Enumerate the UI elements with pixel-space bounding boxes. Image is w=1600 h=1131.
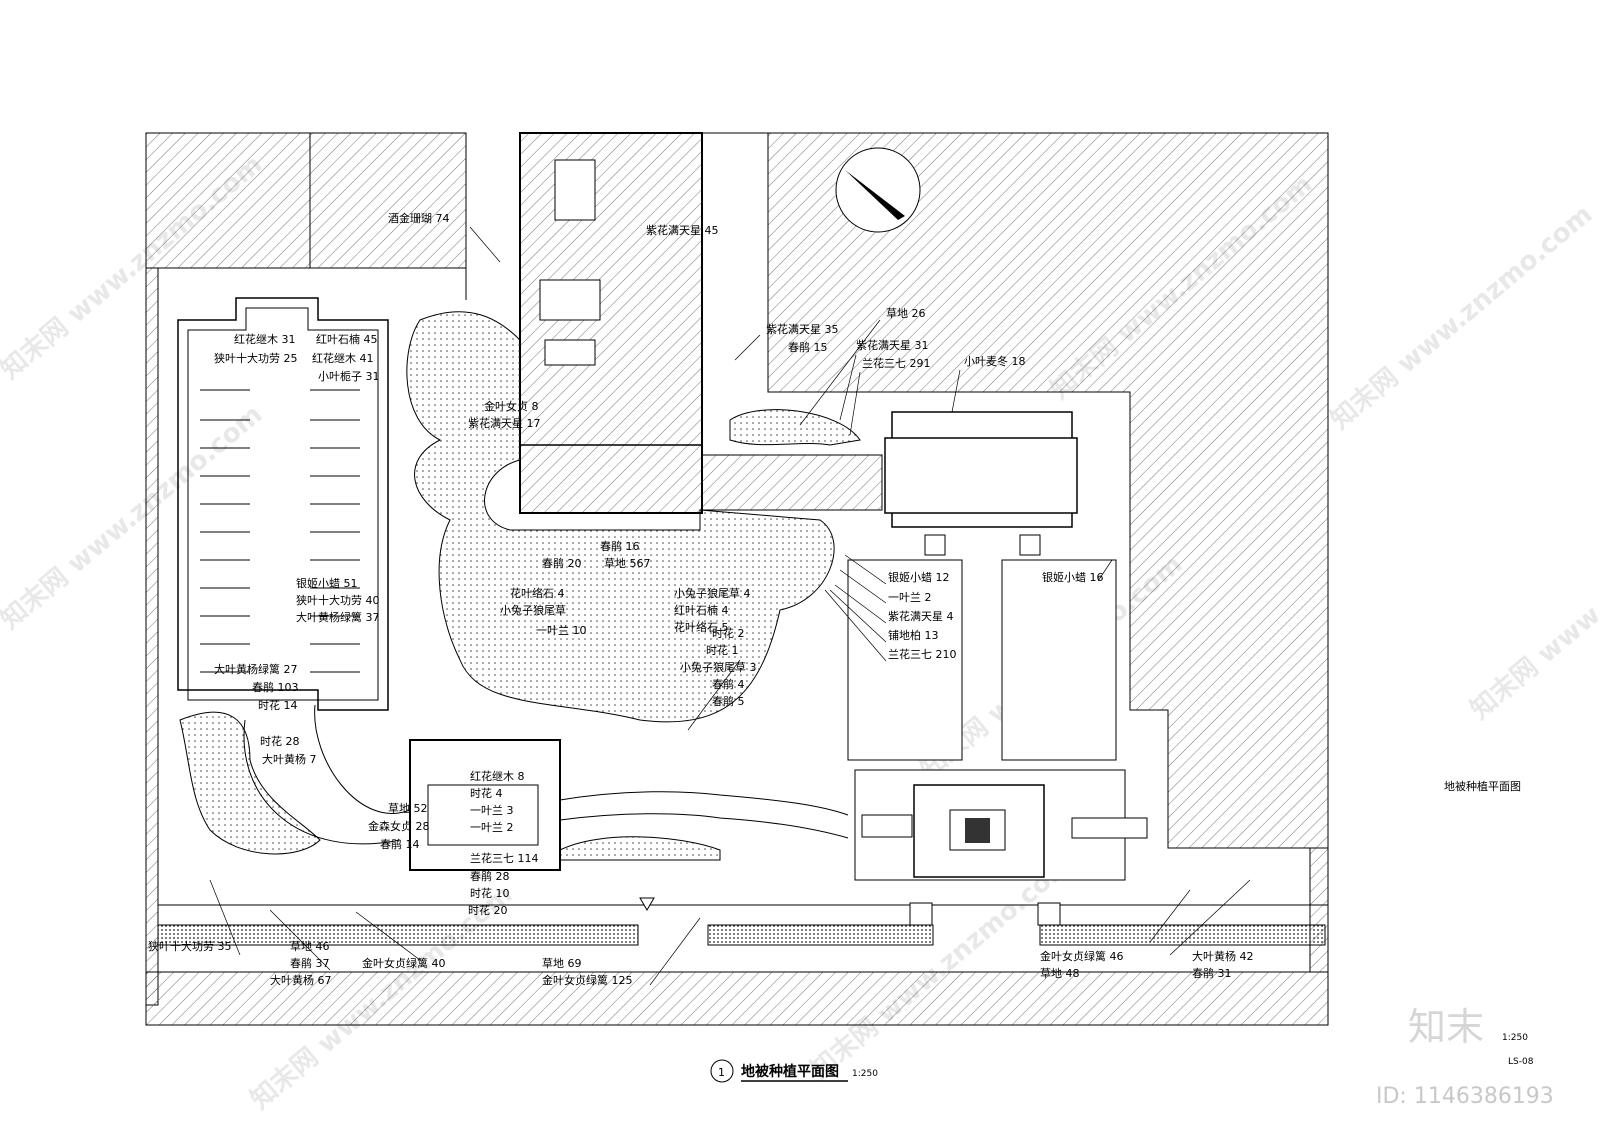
- watermark-text: 知末网 www.znzmo.com: [805, 849, 1078, 1085]
- watermark-text: 知末网 www.znzmo.com: [1465, 489, 1600, 725]
- plant-label: 春鹃 28: [470, 869, 510, 883]
- plant-label: 春鹃 15: [788, 340, 828, 354]
- plant-label: 金叶女贞绿篱 46: [1040, 949, 1124, 963]
- plant-label: 草地 26: [886, 307, 926, 320]
- plant-label: 时花 10: [470, 887, 510, 900]
- plant-label: 紫花满天星 4: [888, 610, 954, 623]
- title-scale: 1:250: [852, 1069, 878, 1079]
- plant-label: 银姬小蜡 51: [296, 576, 358, 590]
- main-building: [519, 132, 883, 514]
- plant-label: 红花继木 41: [312, 352, 374, 365]
- logo-text: 知末: [1408, 1005, 1484, 1049]
- plant-label: 紫花满天星 45: [646, 224, 719, 237]
- plant-label: 紫花满天星 31: [856, 339, 929, 352]
- plant-label: 一叶兰 3: [470, 804, 514, 817]
- planting-beds: [179, 311, 861, 861]
- plant-label: 狭叶十大功劳 40: [296, 593, 380, 607]
- plant-label: 兰花三七 210: [888, 648, 957, 661]
- plant-label: 春鹃 4: [712, 677, 745, 691]
- main-title: 地被种植平面图: [741, 1063, 839, 1080]
- watermark-text: 知末网 www.znzmo.com: [1325, 199, 1598, 435]
- plant-label: 狭叶十大功劳 35: [148, 939, 232, 953]
- plant-label: 一叶兰 10: [536, 624, 587, 637]
- plant-label: 小兔子狼尾草 3: [680, 660, 757, 674]
- parking-area: [177, 297, 389, 711]
- plant-label: 春鹃 103: [252, 680, 299, 694]
- plant-label: 时花 1: [706, 644, 739, 657]
- plant-label: 金叶女贞绿篱 125: [542, 973, 633, 987]
- watermark-text: 知末网 www.znzmo.com: [0, 399, 268, 635]
- plant-label: 春鹃 14: [380, 837, 420, 851]
- plant-label: 兰花三七 291: [862, 357, 931, 370]
- plant-label: 紫花满天星 17: [468, 417, 541, 430]
- plant-label: 草地 48: [1040, 967, 1080, 980]
- plant-label: 红花继木 31: [234, 333, 296, 346]
- plant-label: 铺地柏 13: [888, 628, 939, 642]
- plant-label: 大叶黄杨 67: [270, 973, 332, 987]
- sheet-scale: 1:250: [1502, 1033, 1528, 1043]
- plant-label: 金叶女贞绿篱 40: [362, 956, 446, 970]
- plant-label: 草地 567: [604, 557, 651, 570]
- plant-label: 一叶兰 2: [888, 591, 932, 604]
- central-building: [243, 704, 849, 871]
- sheet-code: LS-08: [1508, 1057, 1534, 1067]
- plant-label: 时花 14: [258, 699, 298, 712]
- plant-label: 草地 69: [542, 957, 582, 970]
- brand-logo: 知末 ID: 1146386193: [1376, 1005, 1554, 1109]
- plant-label: 时花 20: [468, 904, 508, 917]
- plant-label: 春鹃 16: [600, 539, 640, 553]
- plant-label: 银姬小蜡 16: [1042, 570, 1104, 584]
- site-boundary: [145, 132, 1329, 1026]
- plant-labels: 酒金珊瑚 74 紫花满天星 45 草地 26 紫花满天星 35 春鹃 15 紫花…: [148, 211, 1254, 987]
- plant-label: 红叶石楠 45: [316, 332, 378, 346]
- plant-label: 狭叶十大功劳 25: [214, 351, 298, 365]
- plant-label: 一叶兰 2: [470, 821, 514, 834]
- plant-label: 草地 52: [388, 802, 428, 815]
- plant-label: 大叶黄杨绿篱 37: [296, 610, 380, 624]
- plant-label: 春鹃 20: [542, 556, 582, 570]
- plant-label: 兰花三七 114: [470, 852, 539, 865]
- title-number: 1: [718, 1066, 725, 1079]
- north-arrow-icon: [835, 147, 921, 233]
- plant-label: 酒金珊瑚 74: [388, 211, 450, 225]
- side-title: 地被种植平面图: [1444, 779, 1521, 793]
- drawing-title: 地被种植平面图 1 地被种植平面图 1:250 1:250 LS-08: [710, 779, 1534, 1083]
- plant-label: 春鹃 31: [1192, 966, 1232, 980]
- plant-label: 时花 2: [712, 627, 745, 640]
- entrance-court: [847, 559, 1148, 881]
- plant-label: 花叶络石 5: [674, 620, 729, 634]
- plant-label: 大叶黄杨绿篱 27: [214, 662, 298, 676]
- plant-label: 小兔子狼尾草 4: [674, 586, 751, 600]
- plant-label: 金森女贞 28: [368, 819, 430, 833]
- plant-label: 小叶栀子 31: [318, 369, 380, 383]
- leader-lines: [209, 226, 1251, 986]
- plant-label: 草地 46: [290, 940, 330, 953]
- pavilion: [884, 411, 1078, 556]
- bottom-hedges: [157, 897, 1328, 946]
- plant-label: 时花 28: [260, 735, 300, 748]
- plant-label: 小兔子狼尾草: [500, 603, 566, 617]
- id-text: ID: 1146386193: [1376, 1084, 1554, 1109]
- plant-label: 金叶女贞 8: [484, 399, 539, 413]
- plant-label: 花叶络石 4: [510, 586, 565, 600]
- plant-label: 春鹃 5: [712, 694, 745, 708]
- plant-label: 时花 4: [470, 787, 503, 800]
- plant-label: 春鹃 37: [290, 956, 330, 970]
- plant-label: 紫花满天星 35: [766, 323, 839, 336]
- plant-label: 小叶麦冬 18: [964, 354, 1026, 368]
- plant-label: 银姬小蜡 12: [888, 570, 950, 584]
- plant-label: 红叶石楠 4: [674, 603, 729, 617]
- plant-label: 大叶黄杨 7: [262, 752, 317, 766]
- plant-label: 红花继木 8: [470, 770, 525, 783]
- plant-label: 大叶黄杨 42: [1192, 949, 1254, 963]
